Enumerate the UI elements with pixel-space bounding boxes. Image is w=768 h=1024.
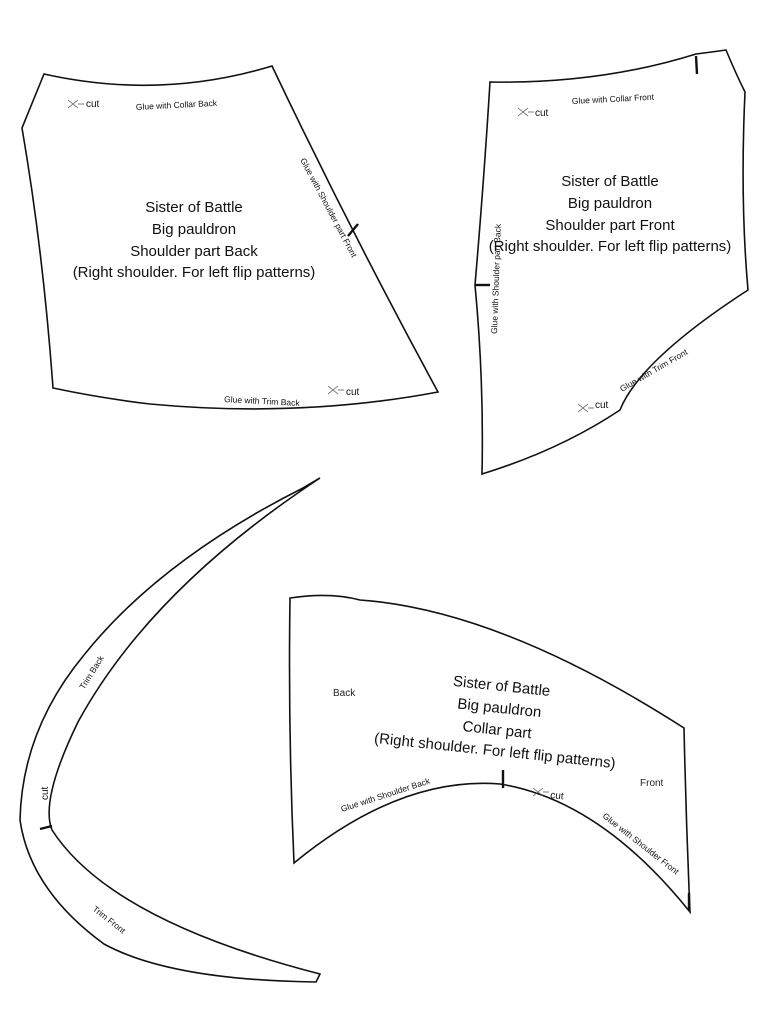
collar-front-label: Front [640, 778, 664, 789]
shoulder-back-cut-label-bottom: cut [346, 387, 360, 398]
scissors-icon [532, 787, 549, 797]
shoulder-part-front-piece: Sister of Battle Big pauldron Shoulder p… [474, 49, 749, 476]
shoulder-front-notch-top [694, 55, 699, 75]
shoulder-front-cut-label-bottom: cut [595, 400, 609, 411]
trim-notch [39, 824, 53, 831]
shoulder-back-glue-trim-label: Glue with Trim Back [224, 394, 301, 408]
shoulder-front-title-line-4: (Right shoulder. For left flip patterns) [489, 238, 732, 255]
shoulder-back-notch [347, 223, 359, 237]
scissors-icon [577, 403, 594, 413]
shoulder-back-title-line-1: Sister of Battle [145, 199, 243, 216]
shoulder-back-cut-label-top: cut [86, 99, 100, 110]
shoulder-back-glue-collar-label: Glue with Collar Back [136, 98, 218, 112]
trim-cut-label: cut [40, 786, 51, 800]
shoulder-back-outline [21, 65, 440, 410]
shoulder-front-cut-label-top: cut [535, 108, 549, 119]
shoulder-front-title-line-3: Shoulder part Front [545, 217, 675, 234]
trim-piece: Trim Back Trim Front cut [19, 477, 322, 983]
shoulder-part-back-piece: Sister of Battle Big pauldron Shoulder p… [21, 65, 440, 410]
shoulder-front-title-line-1: Sister of Battle [561, 173, 659, 190]
shoulder-front-title-line-2: Big pauldron [568, 195, 652, 212]
shoulder-front-glue-collar-label: Glue with Collar Front [572, 92, 655, 106]
collar-cut-label: cut [550, 790, 565, 802]
shoulder-back-title-line-4: (Right shoulder. For left flip patterns) [73, 264, 316, 281]
shoulder-front-glue-shoulder-label: Glue with Shoulder part Back [489, 223, 503, 334]
shoulder-front-outline [474, 49, 749, 476]
shoulder-back-title-line-2: Big pauldron [152, 221, 236, 238]
collar-outline [288, 594, 691, 915]
scissors-icon [327, 385, 344, 395]
trim-outline [19, 477, 322, 983]
scissors-icon [517, 107, 534, 117]
collar-back-label: Back [333, 688, 356, 699]
scissors-icon [67, 99, 84, 109]
collar-part-piece: Sister of Battle Big pauldron Collar par… [288, 594, 691, 915]
shoulder-back-title-line-3: Shoulder part Back [130, 243, 258, 260]
